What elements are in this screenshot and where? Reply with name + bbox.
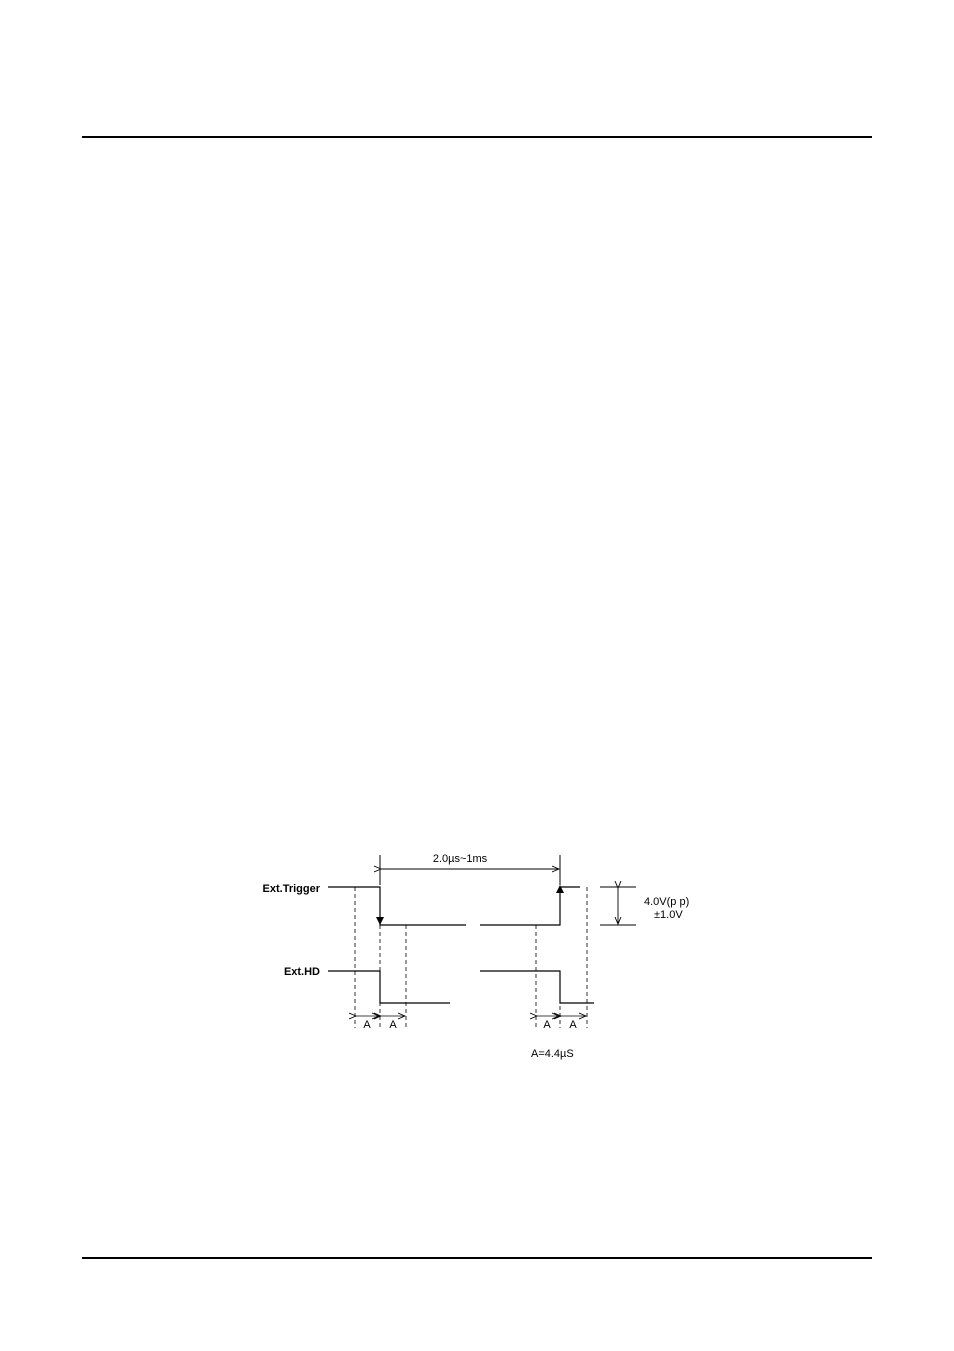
header-rule <box>82 136 872 138</box>
trigger-signal-label: Ext.Trigger <box>263 883 321 895</box>
amplitude-label: 4.0V(p p) <box>644 896 689 908</box>
amplitude-dimension <box>600 887 636 926</box>
hd-waveform <box>328 970 594 1004</box>
trigger-waveform <box>328 886 580 926</box>
delay-mark-2: A <box>389 1019 397 1031</box>
tolerance-label: ±1.0V <box>654 909 683 921</box>
rising-edge-arrow <box>556 885 564 893</box>
reference-dashes <box>354 887 588 1028</box>
delay-mark-3: A <box>543 1019 551 1031</box>
delay-mark-1: A <box>363 1019 371 1031</box>
interval-label: 2.0µs~1ms <box>433 853 488 865</box>
falling-edge-arrow <box>376 917 384 925</box>
footer-rule <box>82 1257 872 1259</box>
delay-mark-4: A <box>569 1019 577 1031</box>
delay-definition: A=4.4µS <box>531 1048 574 1060</box>
interval-dimension <box>380 855 561 885</box>
hd-signal-label: Ext.HD <box>284 966 320 978</box>
